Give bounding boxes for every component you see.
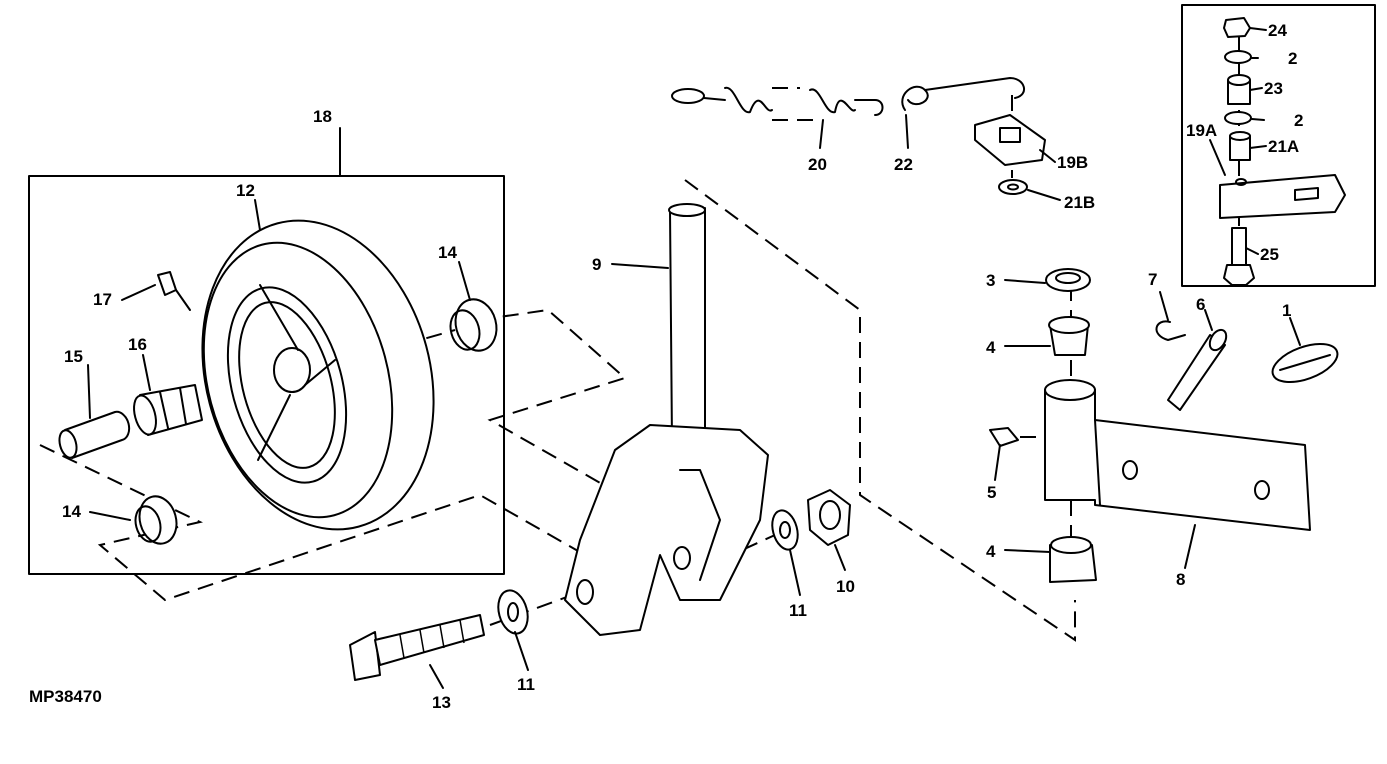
- label-12: 12: [236, 181, 255, 200]
- callouts: 18 12 14 17 15 16 14 9 10 11 11 13 20 22…: [29, 21, 1303, 712]
- nut-24: [1223, 17, 1251, 38]
- wheel-assembly-box: [28, 175, 505, 575]
- washer-2-bottom: [1224, 111, 1252, 125]
- washer-11-left: [497, 589, 529, 635]
- label-25: 25: [1260, 245, 1279, 264]
- label-6: 6: [1196, 295, 1205, 314]
- washer-11-right: [771, 509, 799, 551]
- label-2-top: 2: [1288, 49, 1297, 68]
- tire-12: [201, 219, 435, 531]
- label-14-top: 14: [438, 243, 457, 262]
- label-17: 17: [93, 290, 112, 309]
- label-14-bottom: 14: [62, 502, 81, 521]
- caster-fork-9: [564, 203, 769, 636]
- label-4-top: 4: [986, 338, 996, 357]
- bearing-14-bottom: [134, 495, 178, 545]
- label-23: 23: [1264, 79, 1283, 98]
- label-9: 9: [592, 255, 601, 274]
- label-1: 1: [1282, 301, 1291, 320]
- label-7: 7: [1148, 270, 1157, 289]
- label-5: 5: [987, 483, 996, 502]
- figure-code: MP38470: [29, 687, 102, 706]
- plate-19a: [1219, 174, 1346, 219]
- label-15: 15: [64, 347, 83, 366]
- pin-1: [1271, 342, 1339, 384]
- label-4-bottom: 4: [986, 542, 996, 561]
- grease-fitting-17: [157, 271, 191, 311]
- label-22: 22: [894, 155, 913, 174]
- label-24: 24: [1268, 21, 1287, 40]
- spring-22: [901, 77, 1025, 111]
- bolt-25: [1223, 227, 1255, 286]
- bushing-16: [133, 384, 203, 436]
- label-18: 18: [313, 107, 332, 126]
- label-16: 16: [128, 335, 147, 354]
- hairpin-7: [1155, 320, 1186, 341]
- inset-box: [1181, 4, 1376, 287]
- label-2-bottom: 2: [1294, 111, 1303, 130]
- bushing-23: [1227, 74, 1251, 105]
- label-20: 20: [808, 155, 827, 174]
- nut-10: [807, 489, 851, 546]
- label-8: 8: [1176, 570, 1185, 589]
- pin-6: [1167, 328, 1228, 411]
- label-21b: 21B: [1064, 193, 1095, 212]
- caster-arm-8: [1044, 379, 1311, 531]
- label-11-right: 11: [789, 601, 807, 620]
- washer-2-top: [1224, 50, 1252, 64]
- snap-ring-3: [1045, 268, 1091, 292]
- label-10: 10: [836, 577, 855, 596]
- bushing-4-bottom: [1049, 536, 1097, 583]
- label-19b: 19B: [1057, 153, 1088, 172]
- washer-21b: [998, 179, 1028, 195]
- plate-19b: [974, 114, 1046, 166]
- label-21a: 21A: [1268, 137, 1299, 156]
- leader-lines: [87, 27, 1301, 689]
- bearing-14-top: [449, 298, 498, 352]
- bushing-4-top: [1048, 316, 1090, 356]
- label-3: 3: [986, 271, 995, 290]
- bolt-13: [349, 614, 485, 681]
- spacer-15: [58, 410, 131, 459]
- label-19a: 19A: [1186, 121, 1217, 140]
- grease-fitting-5: [989, 427, 1019, 447]
- bushing-21a: [1229, 131, 1251, 161]
- spring-20: [671, 86, 884, 121]
- label-11-left: 11: [517, 675, 535, 694]
- label-13: 13: [432, 693, 451, 712]
